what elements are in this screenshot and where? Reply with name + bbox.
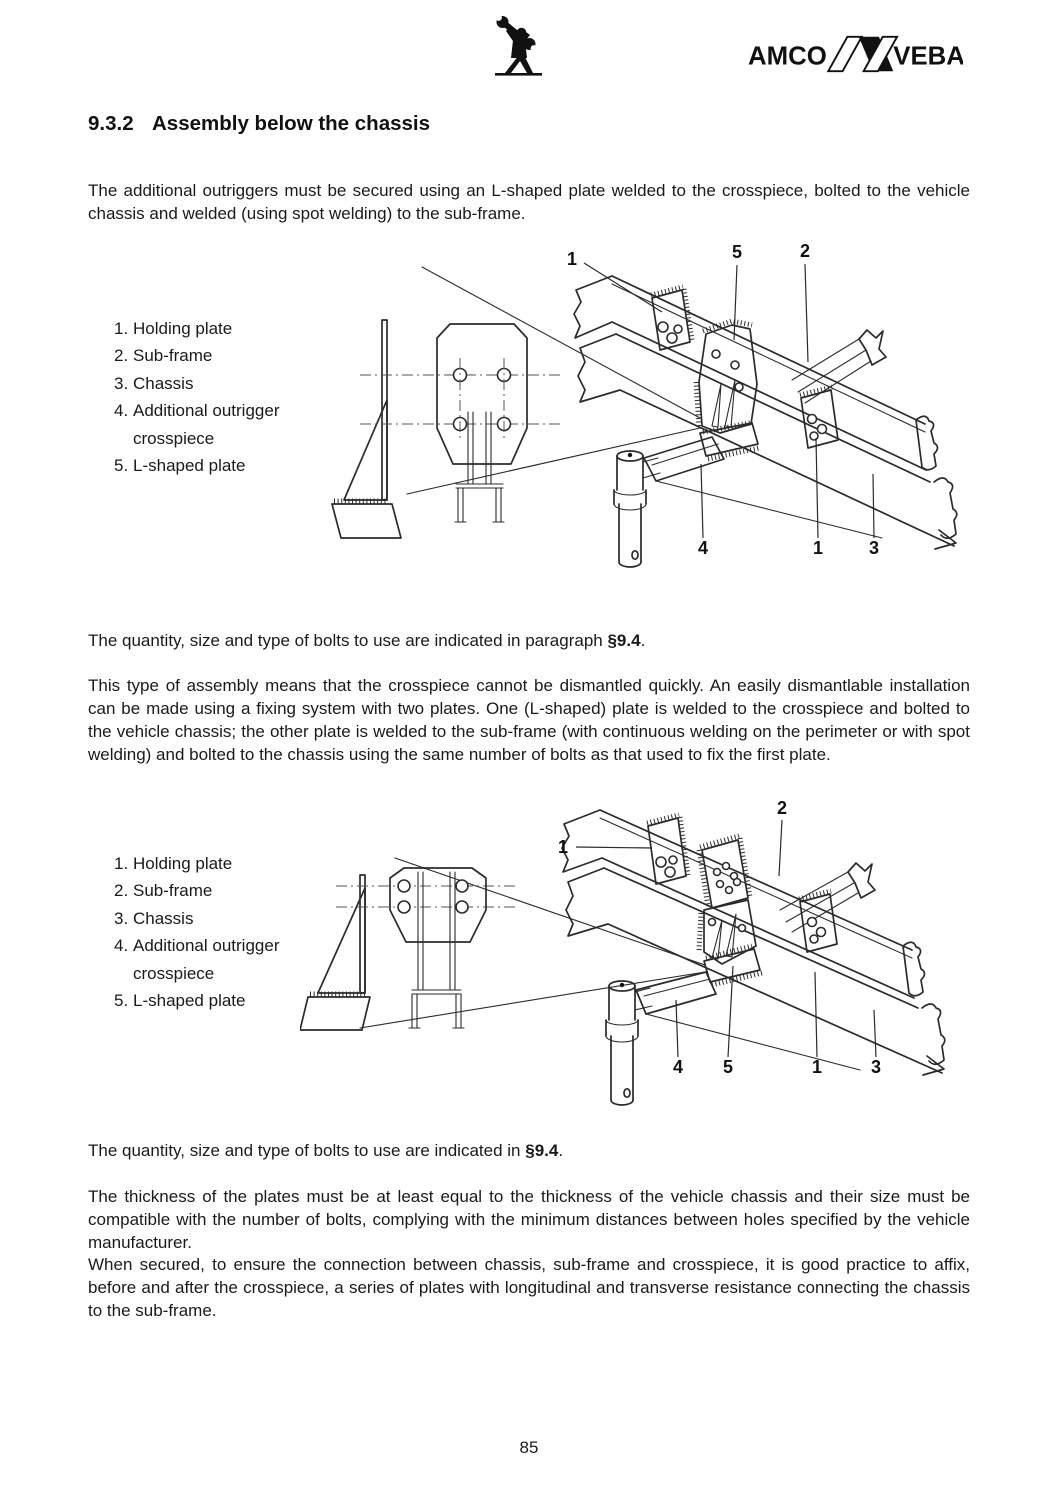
holding-plate-central [696,833,753,909]
legend-item: 1.Holding plate [114,319,233,338]
inset-holding-plate-front-view [389,867,487,1029]
callout-number: 1 [557,837,569,857]
callout-leaders [583,262,875,539]
holding-plate-right [799,384,839,449]
paragraph-assembly: This type of assembly means that the cro… [88,676,970,764]
outrigger-cylinder [613,450,661,568]
logo-text-right: VEBA [893,43,963,71]
callout-number: 2 [799,241,811,261]
brand-logo: AMCO VEBA [748,34,965,79]
section-heading: 9.3.2 Assembly below the chassis [88,112,430,136]
legend-item: 3.Chassis [114,908,194,928]
callout-number: 3 [870,1057,882,1077]
holding-plate-upper [650,284,695,351]
callout-number: 5 [722,1057,734,1077]
legend-item: 4.Additional outrigger crosspiece [114,401,280,448]
callout-number: 4 [697,538,709,558]
legend-item: 5.L-shaped plate [114,456,246,476]
legend-item: 1.Holding plate [114,854,233,873]
legend-item: 5.L-shaped plate [114,991,246,1011]
logo-emblem-icon [826,35,899,73]
legend-item: 2.Sub-frame [114,346,213,366]
figure1-assembly-diagram: 1 5 2 4 1 3 [322,232,982,592]
cross-member-stub [791,329,887,404]
paragraph-thickness: The thickness of the plates must be at l… [88,1187,970,1252]
callout-number: 3 [868,538,880,558]
callout-number: 1 [812,538,824,558]
chassis-beam [565,867,946,1076]
callout-number: 1 [811,1057,823,1077]
paragraph-bolts-1: The quantity, size and type of bolts to … [88,631,646,650]
holding-plate-right [798,888,838,953]
projection-lines [406,266,701,495]
inset-holding-plate-front-view [436,323,528,523]
logo-text-left: AMCO [748,43,827,71]
paragraph-bolts-2: The quantity, size and type of bolts to … [88,1141,564,1160]
figure2-legend: 1.Holding plate 2.Sub-frame 3.Chassis 4.… [114,850,285,1014]
callout-number: 5 [731,242,743,262]
holding-plate-upper [646,812,691,885]
legend-item: 2.Sub-frame [114,881,213,901]
mechanic-with-wrench-icon [490,14,548,87]
sub-frame-beam [573,275,939,471]
callout-number: 1 [566,249,578,269]
legend-item: 4.Additional outrigger crosspiece [114,936,280,983]
outrigger-crosspiece [643,436,883,539]
section-number: 9.3.2 [88,112,134,135]
paragraph-intro: The additional outriggers must be secure… [88,181,970,223]
section-title: Assembly below the chassis [152,112,431,135]
paragraph-secured: When secured, to ensure the connection b… [88,1255,970,1320]
legend-item: 3.Chassis [114,373,194,393]
l-shaped-plate [696,899,763,988]
page-number: 85 [519,1438,539,1457]
callout-number: 4 [672,1057,684,1077]
figure1-legend: 1.Holding plate 2.Sub-frame 3.Chassis 4.… [114,315,285,479]
sub-frame-beam [561,809,926,999]
cross-member-stub [779,862,876,933]
outrigger-cylinder [605,980,653,1106]
l-shaped-plate [693,318,760,462]
figure2-assembly-diagram: 1 2 4 5 1 3 [300,780,1000,1110]
callout-leaders [575,819,877,1058]
callout-number: 2 [776,798,788,818]
paragraph-reference: §9.4 [607,631,641,650]
inset-l-plate-side-view [300,874,515,1031]
paragraph-reference: §9.4 [525,1141,559,1160]
chassis-beam [577,333,958,550]
outrigger-crosspiece [635,971,861,1071]
